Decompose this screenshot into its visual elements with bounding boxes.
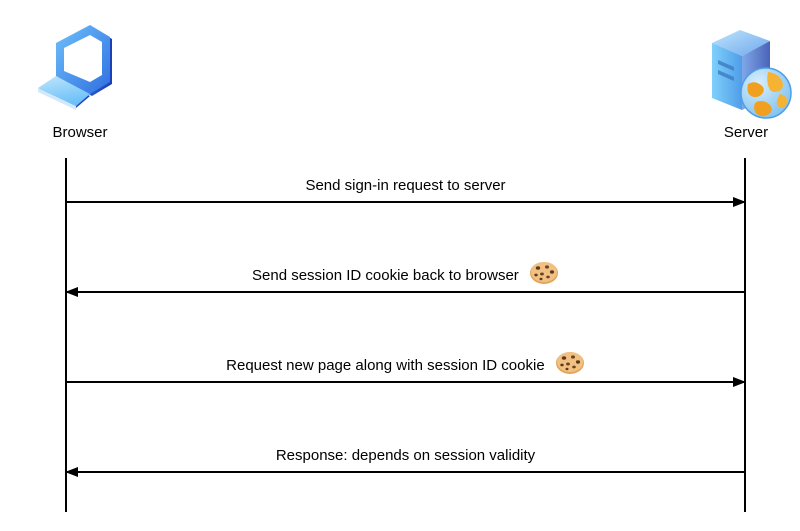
message-2-line — [66, 291, 745, 293]
lifeline-server — [744, 158, 746, 512]
message-2-label: Send session ID cookie back to browser — [66, 261, 745, 286]
message-1-text: Send sign-in request to server — [305, 177, 506, 194]
message-1-line — [66, 201, 745, 203]
message-4-label: Response: depends on session validity — [66, 446, 745, 466]
actor-server[interactable]: Server — [666, 22, 800, 142]
message-3-label: Request new page along with session ID c… — [66, 351, 745, 376]
message-4[interactable]: Response: depends on session validity — [65, 433, 745, 477]
message-4-text: Response: depends on session validity — [275, 447, 536, 464]
message-4-line — [66, 471, 745, 473]
actor-browser-label: Browser — [52, 124, 108, 141]
arrowhead-left-icon — [65, 467, 78, 477]
cookie-icon — [555, 352, 584, 374]
arrowhead-left-icon — [65, 287, 78, 297]
laptop-icon — [38, 25, 112, 110]
message-1-label: Send sign-in request to server — [66, 176, 745, 196]
lifeline-browser — [65, 158, 67, 512]
message-3-line — [66, 381, 745, 383]
arrowhead-right-icon — [733, 377, 746, 387]
cookie-icon — [529, 262, 558, 284]
message-2-text: Send session ID cookie back to browser — [252, 267, 519, 284]
message-3[interactable]: Request new page along with session ID c… — [66, 343, 746, 387]
actor-server-label: Server — [723, 124, 769, 141]
server-globe-icon — [712, 30, 792, 119]
message-2[interactable]: Send session ID cookie back to browser — [65, 253, 745, 297]
arrowhead-right-icon — [733, 197, 746, 207]
message-3-text: Request new page along with session ID c… — [226, 357, 545, 374]
message-1[interactable]: Send sign-in request to server — [66, 163, 746, 207]
actor-browser[interactable]: Browser — [0, 22, 160, 142]
